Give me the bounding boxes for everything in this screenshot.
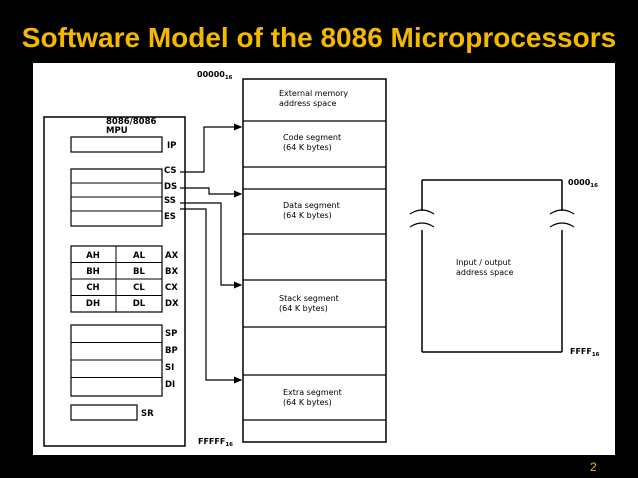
ds-arrow [180, 187, 243, 198]
bh-label: BH [86, 267, 100, 277]
data-segment-label: Data segment [283, 201, 340, 210]
di-label: DI [165, 380, 175, 390]
io-end-address: FFFF16 [570, 347, 600, 358]
cs-label: CS [164, 166, 177, 176]
io-start-address: 000016 [568, 178, 598, 189]
ss-label: SS [164, 196, 176, 206]
cx-label: CX [165, 283, 178, 293]
code-segment-label: Code segment [283, 133, 341, 142]
dx-label: DX [165, 299, 179, 309]
sr-label: SR [141, 409, 154, 419]
mpu-outline [43, 116, 186, 447]
stack-segment-size: (64 K bytes) [279, 304, 328, 313]
status-register [70, 404, 138, 421]
cl-label: CL [133, 283, 145, 293]
ds-label: DS [164, 182, 177, 192]
data-segment-size: (64 K bytes) [283, 211, 332, 220]
mpu-label-model: 8086/8086 [106, 117, 157, 127]
software-model-diagram: 8086/8086 MPU IP CS DS SS ES AH AL AX BH… [43, 70, 600, 448]
memory-map [242, 78, 387, 443]
memory-space-label: External memory [279, 89, 348, 98]
bp-label: BP [165, 346, 178, 356]
memory-end-address: FFFFF16 [198, 437, 233, 448]
page-number: 2 [590, 460, 597, 474]
si-label: SI [165, 363, 174, 373]
es-label: ES [164, 212, 176, 222]
mpu-label: MPU [106, 126, 128, 136]
code-segment-size: (64 K bytes) [283, 143, 332, 152]
extra-segment-size: (64 K bytes) [283, 398, 332, 407]
io-space-label: Input / output [456, 258, 511, 267]
ax-label: AX [165, 251, 179, 261]
diagram-panel: 8086/8086 MPU IP CS DS SS ES AH AL AX BH… [33, 63, 615, 455]
ip-label: IP [167, 141, 176, 151]
ss-arrow [180, 202, 243, 289]
extra-segment-label: Extra segment [283, 388, 342, 397]
bl-label: BL [133, 267, 145, 277]
memory-start-address: 0000016 [197, 70, 233, 81]
al-label: AL [133, 251, 146, 261]
io-space-label-2: address space [456, 268, 514, 277]
slide-title: Software Model of the 8086 Microprocesso… [21, 22, 617, 53]
ip-register [70, 136, 163, 153]
sp-label: SP [165, 329, 177, 339]
cs-arrow [180, 123, 243, 173]
dh-label: DH [86, 299, 100, 309]
dl-label: DL [133, 299, 146, 309]
ch-label: CH [86, 283, 99, 293]
memory-space-label-2: address space [279, 99, 337, 108]
stack-segment-label: Stack segment [279, 294, 339, 303]
es-arrow [180, 208, 243, 384]
io-address-space [409, 179, 575, 353]
bx-label: BX [165, 267, 178, 277]
ah-label: AH [86, 251, 100, 261]
